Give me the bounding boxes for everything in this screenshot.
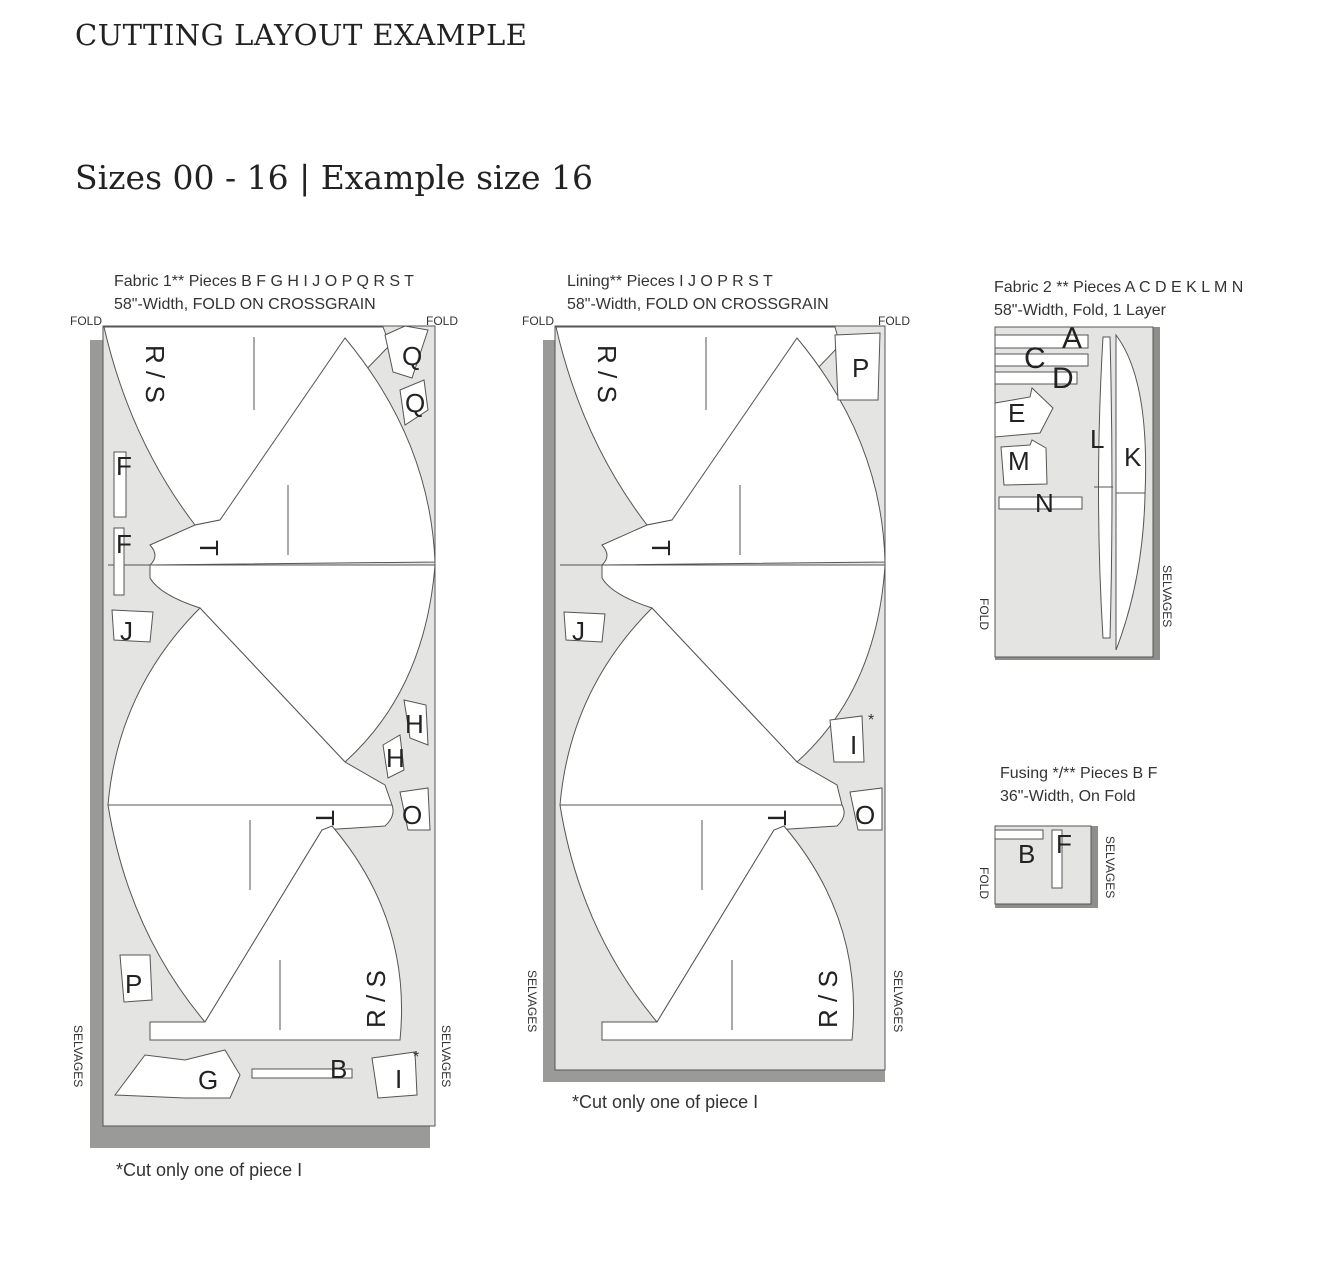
label-o: O xyxy=(855,800,875,830)
label-j: J xyxy=(120,616,133,646)
selvages-label-left: SELVAGES xyxy=(71,1025,85,1087)
label-p: P xyxy=(125,969,142,999)
lining-width-line: 58"-Width, FOLD ON CROSSGRAIN xyxy=(567,296,829,313)
selvages-label-right: SELVAGES xyxy=(439,1025,453,1087)
label-o: O xyxy=(402,800,422,830)
label-rs-top: R / S xyxy=(592,345,622,403)
piece-t-top-lower xyxy=(149,564,436,763)
fold-label-left: FOLD xyxy=(70,314,102,328)
lining-caption: Lining** Pieces I J O P R S T 58"-Width,… xyxy=(567,270,829,316)
piece-rs-bottom xyxy=(149,825,403,1041)
label-star: * xyxy=(868,712,874,729)
label-i: I xyxy=(850,730,857,760)
label-f: F xyxy=(1056,829,1072,859)
label-rs-bottom: R / S xyxy=(813,970,843,1028)
fabric1-pieces-line: Fabric 1** Pieces B F G H I J O P Q R S … xyxy=(114,273,414,290)
label-h2: H xyxy=(386,743,405,773)
selvages-label: SELVAGES xyxy=(1160,565,1174,627)
label-t-bottom: T xyxy=(310,810,340,826)
fabric2-caption: Fabric 2 ** Pieces A C D E K L M N 58"-W… xyxy=(994,276,1243,322)
label-q1: Q xyxy=(402,341,422,371)
fusing-layout: B F FOLD SELVAGES xyxy=(977,825,1117,908)
label-j: J xyxy=(572,616,585,646)
fabric1-labels: R / S R / S T T Q Q F F J H H O P G B I … xyxy=(70,314,458,1095)
fusing-width-line: 36"-Width, On Fold xyxy=(1000,788,1136,805)
label-g: G xyxy=(198,1065,218,1095)
lining-layout: R / S R / S T T P J I * O FOLD FOLD SELV… xyxy=(522,314,910,1082)
piece-rs-middle xyxy=(107,607,393,806)
label-t-top: T xyxy=(646,540,676,556)
label-n: N xyxy=(1035,488,1054,518)
fabric2-pieces-line: Fabric 2 ** Pieces A C D E K L M N xyxy=(994,279,1244,296)
label-rs-top: R / S xyxy=(140,345,170,403)
label-star: * xyxy=(413,1049,419,1066)
label-q2: Q xyxy=(405,388,425,418)
label-m: M xyxy=(1008,446,1030,476)
fusing-pieces-line: Fusing */** Pieces B F xyxy=(1000,765,1158,782)
fold-label: FOLD xyxy=(977,598,991,630)
label-b: B xyxy=(330,1054,347,1084)
selvages-label: SELVAGES xyxy=(1103,836,1117,898)
label-b: B xyxy=(1018,839,1035,869)
lining-pieces-line: Lining** Pieces I J O P R S T xyxy=(567,273,773,290)
lining-note: *Cut only one of piece I xyxy=(572,1092,759,1112)
piece-t-top xyxy=(148,337,436,566)
fold-label: FOLD xyxy=(977,867,991,899)
label-d: D xyxy=(1052,362,1074,395)
label-k: K xyxy=(1124,442,1142,472)
label-c: C xyxy=(1024,342,1046,375)
page-title: CUTTING LAYOUT EXAMPLE xyxy=(75,18,528,52)
page-subtitle: Sizes 00 - 16 | Example size 16 xyxy=(75,158,593,197)
label-a: A xyxy=(1062,322,1082,355)
fold-label-right: FOLD xyxy=(878,314,910,328)
fabric1-note: *Cut only one of piece I xyxy=(116,1160,303,1180)
fabric1-width-line: 58"-Width, FOLD ON CROSSGRAIN xyxy=(114,296,376,313)
fabric1-caption: Fabric 1** Pieces B F G H I J O P Q R S … xyxy=(114,270,414,316)
selvages-label-left: SELVAGES xyxy=(525,970,539,1032)
label-f1: F xyxy=(116,451,132,481)
fold-label-left: FOLD xyxy=(522,314,554,328)
label-t-bottom: T xyxy=(762,810,792,826)
fusing-caption: Fusing */** Pieces B F 36"-Width, On Fol… xyxy=(1000,762,1157,808)
label-p: P xyxy=(852,353,869,383)
fabric2-width-line: 58"-Width, Fold, 1 Layer xyxy=(994,302,1166,319)
fold-label-right: FOLD xyxy=(426,314,458,328)
piece-t-bottom xyxy=(107,804,394,1023)
fabric1-layout: R / S R / S T T Q Q F F J H H O P G B I … xyxy=(70,314,458,1148)
label-e: E xyxy=(1008,398,1025,428)
label-h1: H xyxy=(405,709,424,739)
selvages-label-right: SELVAGES xyxy=(891,970,905,1032)
label-i: I xyxy=(395,1064,402,1094)
label-rs-bottom: R / S xyxy=(361,970,391,1028)
label-f2: F xyxy=(116,529,132,559)
lining-labels: R / S R / S T T P J I * O FOLD FOLD SELV… xyxy=(522,314,910,1032)
label-t-top: T xyxy=(194,540,224,556)
fabric2-layout: A C D E M N L K FOLD SELVAGES xyxy=(977,322,1174,660)
label-l: L xyxy=(1090,424,1104,454)
